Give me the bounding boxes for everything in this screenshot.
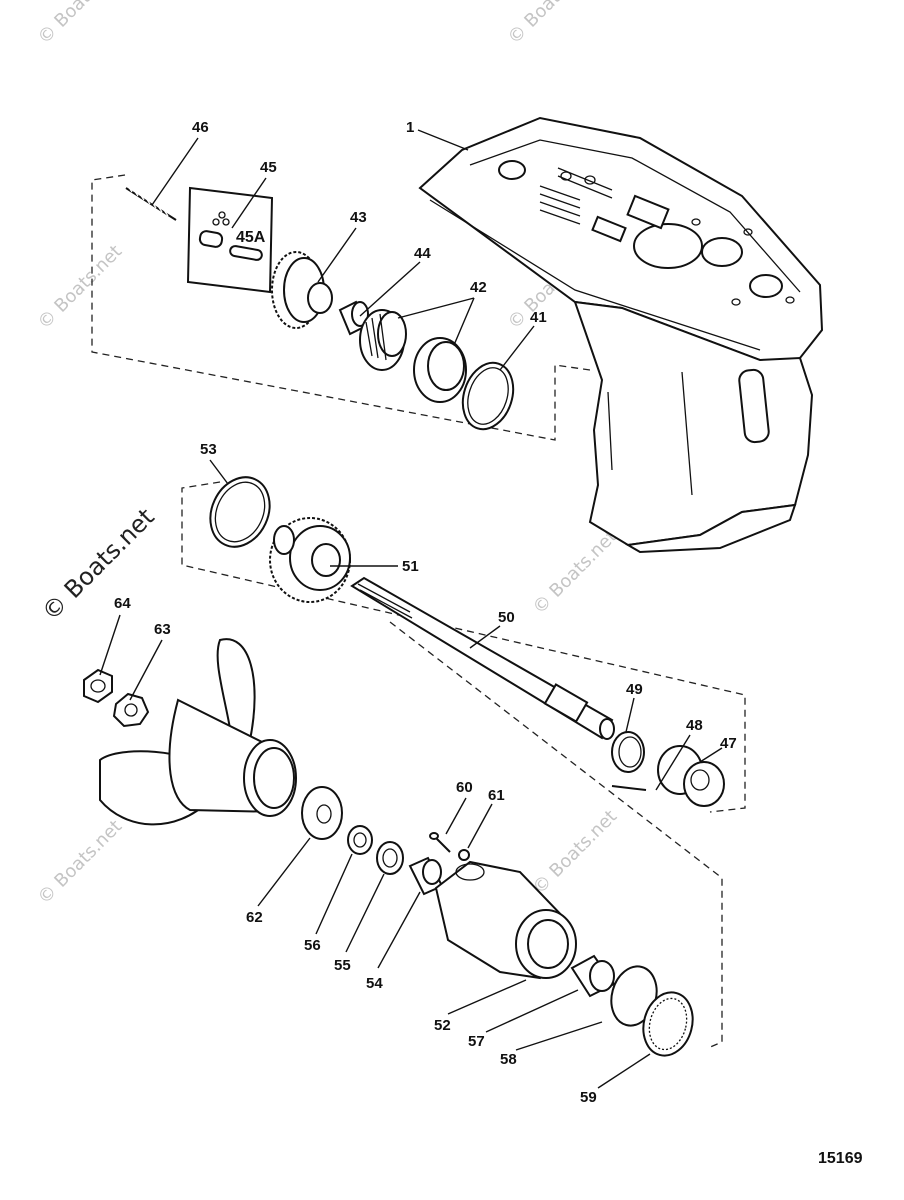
part-53-o-ring <box>209 476 271 548</box>
part-55-seal <box>376 841 404 875</box>
part-45-kit-card <box>186 186 274 294</box>
callout-50: 50 <box>498 609 515 626</box>
watermark: © Boats.net <box>504 0 596 49</box>
callout-51: 51 <box>402 558 419 575</box>
callout-60: 60 <box>456 779 473 796</box>
callout-41: 41 <box>530 309 547 326</box>
callout-42: 42 <box>470 279 487 296</box>
part-41-o-ring <box>461 361 515 431</box>
callout-57: 57 <box>468 1033 485 1050</box>
watermark: © Boats.net <box>34 0 126 49</box>
callout-54: 54 <box>366 975 383 992</box>
part-52-bearing-carrier <box>434 860 577 980</box>
watermark: © Boats.net <box>529 806 621 898</box>
part-43-pinion-gear <box>271 251 333 329</box>
part-46-screw <box>125 185 177 221</box>
callout-52: 52 <box>434 1017 451 1034</box>
part-57-bearing <box>570 954 616 998</box>
part-64-nut <box>83 668 113 704</box>
callout-48: 48 <box>686 717 703 734</box>
callout-49: 49 <box>626 681 643 698</box>
callout-45a: 45A <box>236 229 266 246</box>
part-51-forward-gear <box>269 517 351 603</box>
callout-64: 64 <box>114 595 131 612</box>
part-63-tab-washer <box>112 692 150 728</box>
callout-47: 47 <box>720 735 737 752</box>
part-60-screw <box>429 832 451 853</box>
callout-53: 53 <box>200 441 217 458</box>
watermark: © Boats.net <box>529 526 621 618</box>
callout-58: 58 <box>500 1051 517 1068</box>
part-59-thrust-bearing <box>642 991 694 1057</box>
callout-1: 1 <box>406 119 414 136</box>
part-42-tapered-bearing <box>359 309 467 403</box>
callout-44: 44 <box>414 245 431 262</box>
gear-housing <box>418 116 824 554</box>
watermark-large: © Boats.net <box>36 503 159 626</box>
callout-59: 59 <box>580 1089 597 1106</box>
leader-lines <box>99 129 723 1089</box>
callout-63: 63 <box>154 621 171 638</box>
part-50-propeller-shaft <box>350 576 615 740</box>
callout-46: 46 <box>192 119 209 136</box>
callout-62: 62 <box>246 909 263 926</box>
callout-61: 61 <box>488 787 505 804</box>
callout-45: 45 <box>260 159 277 176</box>
watermark: © Boats.net <box>34 816 126 908</box>
part-47-clutch <box>657 745 725 807</box>
figure-number: 15169 <box>818 1150 863 1167</box>
callout-43: 43 <box>350 209 367 226</box>
callouts: 1 46 45 45A 43 44 42 41 53 51 50 64 63 4… <box>114 119 863 1167</box>
watermark: © Boats.net <box>34 241 126 333</box>
part-54-needle-bearing <box>408 856 444 896</box>
part-49-bearing <box>611 731 645 773</box>
assembly-boundaries <box>91 174 746 1049</box>
part-62-washer <box>301 786 343 840</box>
part-61-washer <box>458 849 470 861</box>
part-56-seal <box>347 825 373 855</box>
callout-55: 55 <box>334 957 351 974</box>
callout-56: 56 <box>304 937 321 954</box>
part-48-pin <box>611 785 647 791</box>
propeller <box>99 638 297 826</box>
